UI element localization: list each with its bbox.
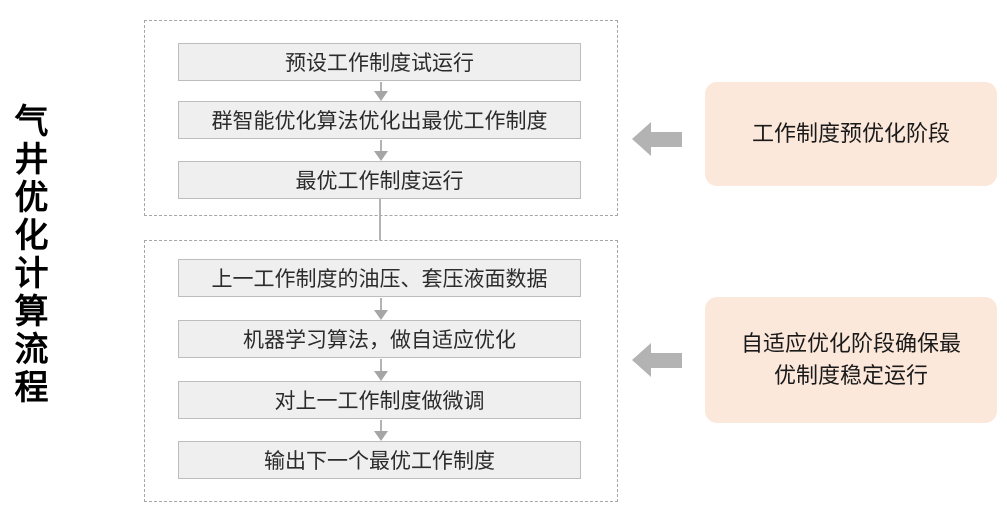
stage2-callout: 自适应优化阶段确保最优制度稳定运行 (705, 297, 997, 423)
flow-step: 对上一工作制度做微调 (178, 381, 581, 419)
flow-step: 输出下一个最优工作制度 (178, 441, 581, 479)
stage1-callout: 工作制度预优化阶段 (705, 82, 997, 186)
flow-step: 群智能优化算法优化出最优工作制度 (178, 101, 581, 139)
arrow-down-icon (374, 82, 388, 101)
flow-step: 最优工作制度运行 (178, 161, 581, 199)
arrow-down-icon (374, 140, 388, 161)
stage2-container: 上一工作制度的油压、套压液面数据 机器学习算法，做自适应优化 对上一工作制度做微… (144, 240, 618, 502)
arrow-left-icon (632, 343, 682, 377)
flow-step: 机器学习算法，做自适应优化 (178, 320, 581, 358)
arrow-down-icon (374, 420, 388, 441)
stage1-container: 预设工作制度试运行 群智能优化算法优化出最优工作制度 最优工作制度运行 (144, 20, 618, 216)
arrow-down-icon (374, 298, 388, 320)
arrow-left-icon (632, 122, 682, 156)
flow-step: 预设工作制度试运行 (178, 43, 581, 81)
diagram-title: 气井优化计算流程 (9, 103, 47, 407)
arrow-down-icon (374, 359, 388, 381)
flow-step: 上一工作制度的油压、套压液面数据 (178, 259, 581, 297)
